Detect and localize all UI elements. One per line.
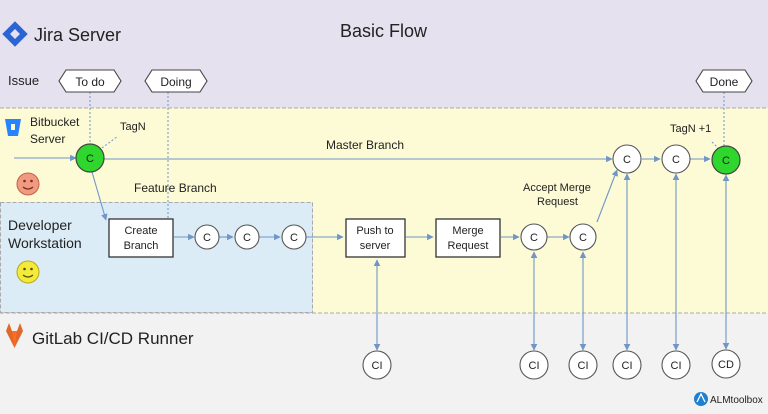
commit-node-feature-3: C <box>281 224 307 250</box>
svg-text:C: C <box>623 154 631 166</box>
svg-text:Create: Create <box>124 225 157 237</box>
svg-text:Merge: Merge <box>452 225 483 237</box>
svg-text:Branch: Branch <box>124 240 159 252</box>
commit-node-feature-4: C <box>520 223 548 251</box>
commit-node-feature-1: C <box>194 224 220 250</box>
svg-text:CI: CI <box>372 360 383 372</box>
accept-merge-arrow <box>596 169 618 223</box>
svg-text:C: C <box>290 232 298 244</box>
svg-text:C: C <box>243 232 251 244</box>
svg-text:CI: CI <box>578 360 589 372</box>
svg-text:CD: CD <box>718 359 734 371</box>
issue-row-label: Issue <box>8 73 39 88</box>
diagram-title: Basic Flow <box>340 21 428 41</box>
feature-branch-arrow <box>91 171 108 221</box>
bitbucket-lane-label-line1: Bitbucket <box>30 115 80 129</box>
jira-lane <box>0 0 768 108</box>
tag-n-label: TagN <box>120 121 146 133</box>
svg-text:C: C <box>579 232 587 244</box>
developer-lane-label-line2: Workstation <box>8 235 82 251</box>
commit-node-tag-n1: C <box>711 145 741 175</box>
developer-lane-label-line1: Developer <box>8 217 72 233</box>
commit-node-feature-2: C <box>234 224 260 250</box>
ci-node-master-1: CI <box>612 350 642 380</box>
svg-text:C: C <box>530 232 538 244</box>
svg-text:Push to: Push to <box>356 225 393 237</box>
ci-node-c4: CI <box>519 350 549 380</box>
developer-lane-border <box>0 202 313 313</box>
push-to-server-box: Push to server <box>345 218 406 258</box>
issue-done-tag: Done <box>695 69 753 93</box>
master-branch-label: Master Branch <box>326 138 404 152</box>
commit-node-tag-n: C <box>75 143 105 173</box>
cd-node: CD <box>711 349 741 379</box>
svg-text:Doing: Doing <box>160 75 191 89</box>
bitbucket-lane-label-line2: Server <box>30 132 65 146</box>
create-branch-box: Create Branch <box>108 218 174 258</box>
jira-logo-icon <box>2 21 28 47</box>
developer-smiley-icon <box>16 260 40 284</box>
commit-node-master-2: C <box>661 144 691 174</box>
commit-node-feature-5: C <box>569 223 597 251</box>
svg-text:CI: CI <box>529 360 540 372</box>
commit-node-master-1: C <box>612 144 642 174</box>
svg-text:To do: To do <box>75 75 105 89</box>
svg-text:server: server <box>360 240 391 252</box>
tag-n1-label: TagN +1 <box>670 123 711 135</box>
svg-text:CI: CI <box>671 360 682 372</box>
feature-branch-label: Feature Branch <box>134 181 217 195</box>
merge-request-box: Merge Request <box>435 218 501 258</box>
svg-text:C: C <box>86 153 94 165</box>
svg-text:C: C <box>672 154 680 166</box>
gitlab-logo-icon <box>6 323 23 348</box>
svg-text:C: C <box>203 232 211 244</box>
svg-text:Done: Done <box>710 75 739 89</box>
ci-node-push: CI <box>362 350 392 380</box>
svg-text:ALMtoolbox: ALMtoolbox <box>710 395 763 406</box>
issue-todo-tag: To do <box>58 69 122 93</box>
gitlab-lane-label: GitLab CI/CD Runner <box>32 329 194 348</box>
bitbucket-logo-icon <box>5 119 21 136</box>
accept-merge-label-line1: Accept Merge <box>523 182 591 194</box>
bitbucket-smiley-icon <box>16 172 40 196</box>
svg-text:Request: Request <box>448 240 489 252</box>
ci-node-c5: CI <box>568 350 598 380</box>
accept-merge-label-line2: Request <box>537 196 578 208</box>
svg-text:CI: CI <box>622 360 633 372</box>
ci-node-master-2: CI <box>661 350 691 380</box>
svg-text:C: C <box>722 155 730 167</box>
almtoolbox-logo: ALMtoolbox <box>694 392 763 406</box>
tag-n-pointer <box>101 135 119 149</box>
jira-lane-label: Jira Server <box>34 25 121 45</box>
issue-doing-tag: Doing <box>144 69 208 93</box>
